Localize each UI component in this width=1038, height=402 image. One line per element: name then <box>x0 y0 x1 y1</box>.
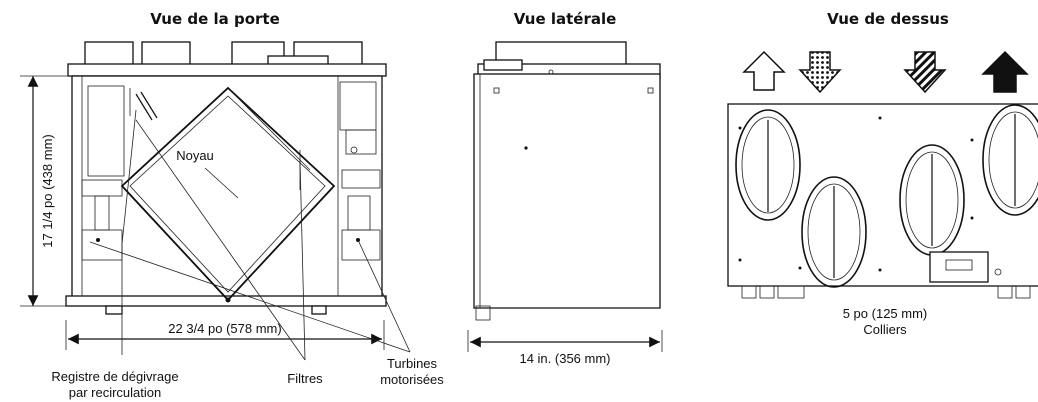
defrost-damper-label-line2: par recirculation <box>69 385 162 400</box>
turbines-label-line1: Turbines <box>387 356 438 371</box>
top-view-title: Vue de dessus <box>827 10 949 28</box>
dotted-down-arrow-icon <box>798 51 842 94</box>
width-dimension-label: 22 3/4 po (578 mm) <box>168 321 281 336</box>
solid-up-arrow-icon <box>981 50 1029 93</box>
depth-dimension-label: 14 in. (356 mm) <box>519 351 610 366</box>
outline-up-arrow-icon <box>742 50 786 91</box>
door-view-drawing <box>65 41 387 315</box>
filters-label: Filtres <box>287 371 323 386</box>
collars-label: Colliers <box>863 322 907 337</box>
top-view-drawing <box>727 103 1038 299</box>
core-label: Noyau <box>176 148 214 163</box>
side-view-drawing <box>473 41 661 321</box>
striped-down-arrow-icon <box>903 51 947 94</box>
door-view-title: Vue de la porte <box>150 10 280 28</box>
turbines-label-line2: motorisées <box>380 372 444 387</box>
height-dimension-label: 17 1/4 po (438 mm) <box>40 134 55 247</box>
side-view-title: Vue latérale <box>514 10 617 28</box>
collar-dimension-label: 5 po (125 mm) <box>843 306 928 321</box>
defrost-damper-label-line1: Registre de dégivrage <box>51 369 178 384</box>
